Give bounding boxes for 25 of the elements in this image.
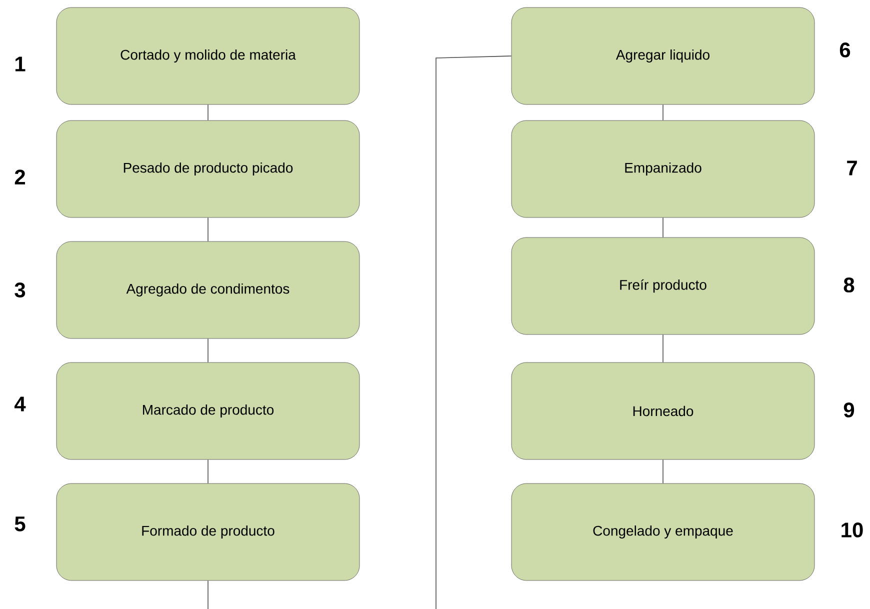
step-number: 10 bbox=[842, 522, 863, 538]
step-number: 5 bbox=[14, 516, 26, 532]
step-number: 3 bbox=[14, 282, 26, 298]
step-number: 4 bbox=[14, 396, 26, 412]
step-number: 9 bbox=[844, 402, 854, 418]
process-box: Empanizado bbox=[511, 120, 815, 218]
connector-line bbox=[662, 459, 664, 484]
process-box: Horneado bbox=[511, 362, 815, 460]
process-box: Agregar liquido bbox=[511, 7, 815, 105]
process-box: Pesado de producto picado bbox=[56, 120, 360, 218]
step-number: 2 bbox=[14, 170, 25, 184]
step-number: 6 bbox=[840, 42, 850, 58]
process-box: Freír producto bbox=[511, 237, 815, 335]
process-box: Agregado de condimentos bbox=[56, 241, 360, 339]
step-number: 8 bbox=[844, 278, 854, 292]
process-box: Marcado de producto bbox=[56, 362, 360, 460]
connector-line bbox=[662, 334, 664, 363]
connector-line bbox=[208, 56, 512, 609]
process-box: Cortado y molido de materia bbox=[56, 7, 360, 105]
connector-line bbox=[662, 217, 664, 238]
process-box: Formado de producto bbox=[56, 483, 360, 581]
process-box: Congelado y empaque bbox=[511, 483, 815, 581]
step-number: 7 bbox=[847, 160, 857, 176]
step-number: 1 bbox=[15, 56, 26, 72]
connector-line bbox=[662, 104, 664, 121]
